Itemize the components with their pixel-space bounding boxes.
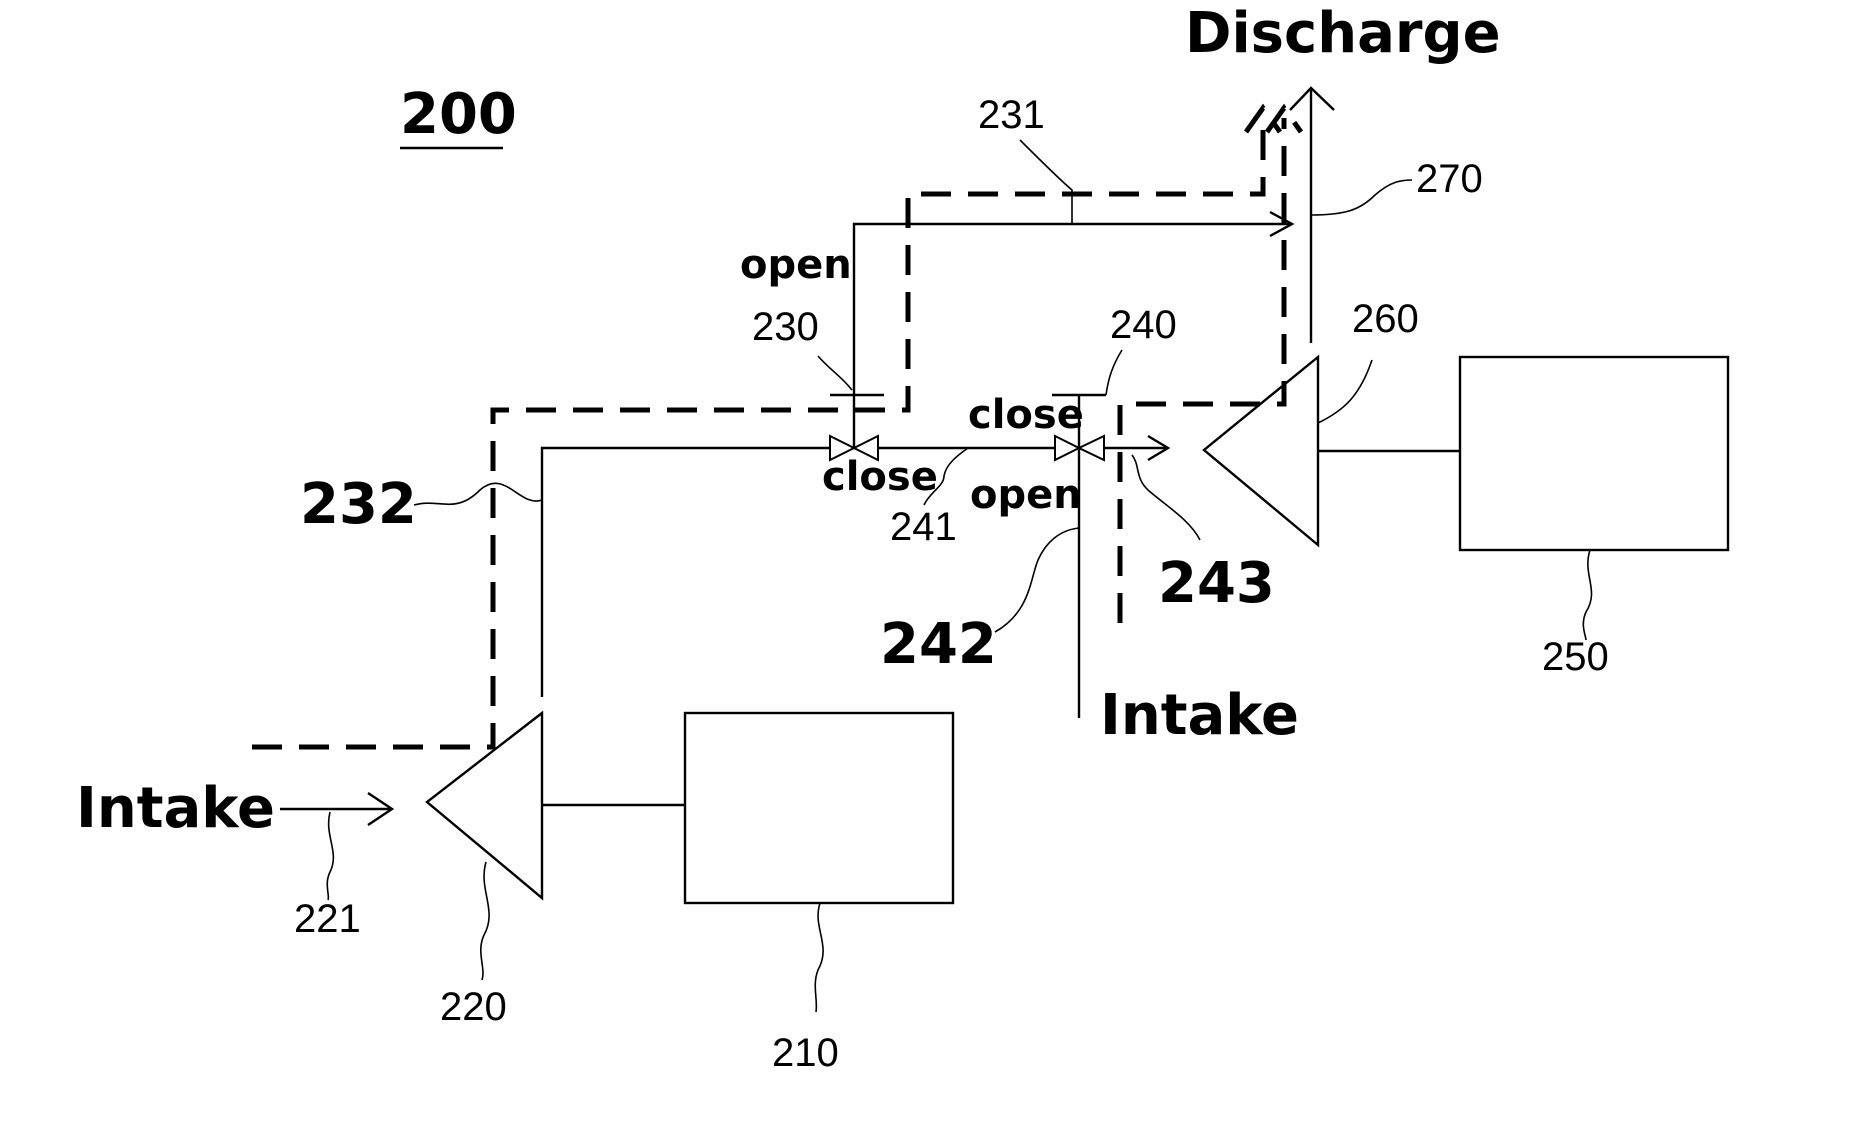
valve-240-left — [1055, 436, 1079, 460]
ref-220: 220 — [440, 985, 507, 1029]
ref-210: 210 — [772, 1031, 839, 1075]
ref-232: 232 — [300, 472, 417, 537]
valve-230-open-label: open — [740, 242, 852, 288]
ref-260: 260 — [1352, 297, 1419, 341]
motor-box-250 — [1460, 357, 1728, 550]
ref-221: 221 — [294, 897, 361, 941]
leader-230 — [818, 356, 852, 390]
ref-241: 241 — [890, 505, 957, 549]
valve-230-close-label: close — [822, 454, 938, 500]
leader-242 — [995, 528, 1079, 632]
valve-240-close-label: close — [968, 392, 1084, 438]
leader-270 — [1311, 180, 1412, 215]
pipe-232 — [542, 448, 830, 697]
ref-242: 242 — [880, 612, 997, 677]
valve-240-open-label: open — [970, 472, 1082, 518]
leader-232 — [414, 483, 542, 505]
ref-230: 230 — [752, 305, 819, 349]
motor-box-210 — [685, 713, 953, 903]
leader-240 — [1106, 350, 1122, 395]
intake-middle-label: Intake — [1100, 683, 1299, 748]
figure-number: 200 — [400, 82, 517, 147]
leader-221 — [327, 812, 333, 900]
leader-220 — [481, 862, 489, 980]
bypass-pipe-231 — [854, 224, 1292, 395]
compressor-260 — [1204, 357, 1318, 545]
ref-250: 250 — [1542, 635, 1609, 679]
ref-243: 243 — [1158, 551, 1275, 616]
intake-left-label: Intake — [76, 776, 275, 841]
valve-240-right — [1079, 436, 1104, 460]
leader-210 — [815, 903, 823, 1012]
ref-231: 231 — [978, 93, 1045, 137]
discharge-label: Discharge — [1185, 1, 1501, 66]
flow-path-open — [252, 118, 1263, 747]
leader-260 — [1318, 360, 1372, 423]
leader-231 — [1020, 140, 1072, 224]
leader-243 — [1132, 455, 1200, 540]
ref-270: 270 — [1416, 157, 1483, 201]
leader-250 — [1583, 550, 1591, 640]
ref-240: 240 — [1110, 303, 1177, 347]
